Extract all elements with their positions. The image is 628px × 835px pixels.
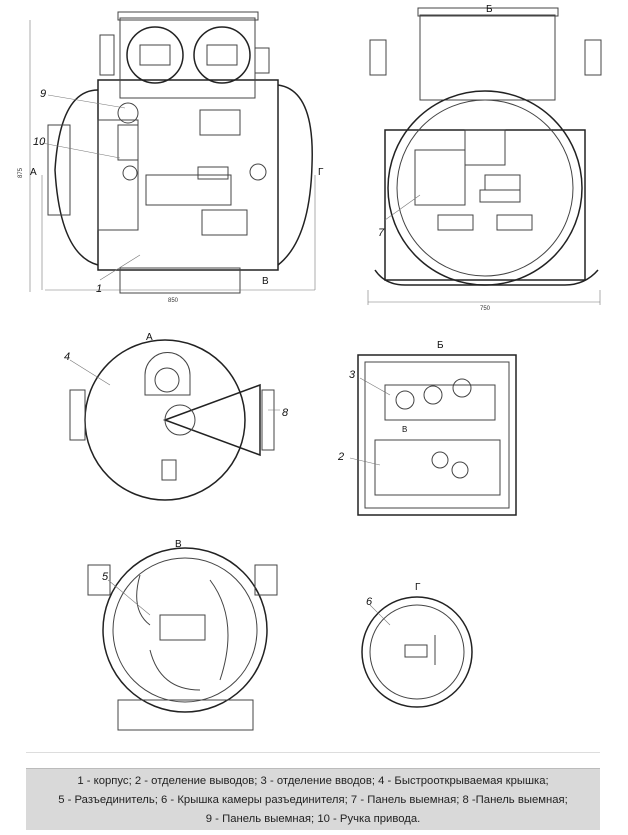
callout-10: 10 (33, 136, 46, 148)
view-g: Г 6 (361, 582, 473, 708)
caption-line-3: 9 - Панель выемная; 10 - Ручка привода. (205, 813, 421, 825)
callout-6: 6 (366, 596, 373, 608)
callout-4: 4 (64, 351, 70, 363)
height-dimension: 875 (18, 167, 24, 178)
legend-caption: 1 - корпус; 2 - отделение выводов; 3 - о… (26, 768, 600, 830)
technical-drawing: 875 850 А Г В 9 10 1 750 Б 7 А (18, 4, 602, 731)
view-g-title: Г (415, 582, 421, 593)
front-view: 875 850 А Г В 9 10 1 (18, 11, 324, 304)
view-b-title: Б (437, 340, 444, 351)
view-b-marker-v: В (402, 425, 407, 434)
callout-2: 2 (337, 451, 344, 463)
view-a-title: А (146, 332, 153, 343)
view-v: В 5 (87, 539, 278, 731)
view-a: А 4 8 (64, 332, 289, 501)
separator (26, 752, 600, 753)
callout-9: 9 (40, 88, 46, 100)
caption-line-1: 1 - корпус; 2 - отделение выводов; 3 - о… (77, 775, 549, 787)
caption-line-2: 5 - Разъединитель; 6 - Крышка камеры раз… (58, 794, 568, 806)
view-v-title: В (175, 539, 182, 550)
callout-3: 3 (349, 369, 356, 381)
section-marker-v: В (262, 276, 269, 287)
callout-5: 5 (102, 571, 109, 583)
width-dimension: 850 (168, 298, 179, 304)
callout-8: 8 (282, 407, 289, 419)
side-view: 750 Б 7 (367, 4, 602, 312)
side-width-dimension: 750 (480, 306, 491, 312)
callout-1: 1 (96, 283, 102, 295)
section-marker-b: Б (486, 4, 493, 15)
section-marker-a: А (30, 167, 37, 178)
view-b: Б В 3 2 (337, 340, 517, 516)
section-marker-g: Г (318, 167, 324, 178)
callout-7: 7 (378, 227, 385, 239)
